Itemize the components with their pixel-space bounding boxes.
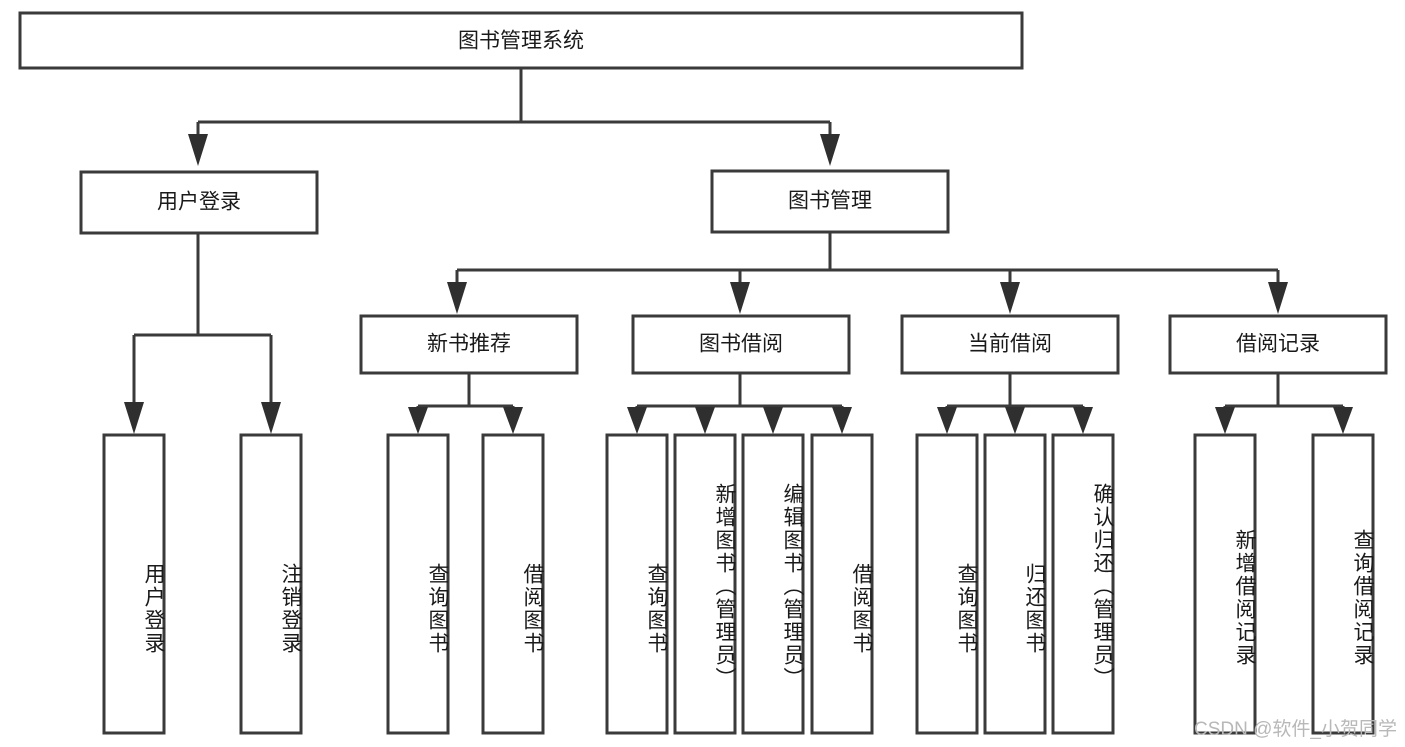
leaf-box-bb-query[interactable] bbox=[605, 433, 669, 735]
node-new-book-label: 新书推荐 bbox=[427, 333, 511, 356]
connector-group-book-manage-children bbox=[447, 232, 1288, 314]
arrow-head-new-book bbox=[447, 282, 467, 314]
arrow-head-borrow-record bbox=[1268, 282, 1288, 314]
node-new-book-box[interactable] bbox=[359, 314, 579, 375]
arrow-head-cb-1 bbox=[937, 407, 957, 434]
arrow-head-br-1 bbox=[1215, 407, 1235, 434]
leaf-box-user-login[interactable] bbox=[102, 433, 166, 735]
leaf-box-nb-borrow[interactable] bbox=[481, 433, 545, 735]
arrow-head-user-login bbox=[188, 134, 208, 166]
arrow-head-bb-4 bbox=[832, 407, 852, 434]
connector-group-root-to-level2 bbox=[188, 68, 840, 166]
node-user-login-label: 用户登录 bbox=[157, 191, 241, 214]
node-borrow-record-label: 借阅记录 bbox=[1236, 333, 1320, 356]
node-book-borrow-box[interactable] bbox=[631, 314, 851, 375]
leaf-box-bb-edit[interactable] bbox=[741, 433, 805, 735]
node-current-borrow-box[interactable] bbox=[900, 314, 1120, 375]
arrow-head-nb-1 bbox=[408, 407, 428, 434]
arrow-head-cb-3 bbox=[1073, 407, 1093, 434]
connector-group-current-borrow-children bbox=[937, 373, 1093, 434]
arrow-head-nb-2 bbox=[503, 407, 523, 434]
arrow-head-book-manage bbox=[820, 134, 840, 166]
connector-group-book-borrow-children bbox=[627, 373, 852, 434]
arrow-head-bb-3 bbox=[763, 407, 783, 434]
connector-group-borrow-record-children bbox=[1215, 373, 1353, 434]
leaf-box-br-query[interactable] bbox=[1311, 433, 1375, 735]
leaf-box-logout[interactable] bbox=[239, 433, 303, 735]
watermark-text: CSDN @软件_小贺同学 bbox=[1194, 719, 1397, 740]
arrow-head-leaf-logout bbox=[261, 402, 281, 434]
arrow-head-br-2 bbox=[1333, 407, 1353, 434]
leaf-box-bb-add[interactable] bbox=[673, 433, 737, 735]
arrow-head-bb-2 bbox=[695, 407, 715, 434]
arrow-head-book-borrow bbox=[730, 282, 750, 314]
leaf-box-br-add[interactable] bbox=[1193, 433, 1257, 735]
leaf-box-cb-confirm[interactable] bbox=[1051, 433, 1115, 735]
node-book-borrow-label: 图书借阅 bbox=[699, 333, 783, 356]
leaf-box-cb-query[interactable] bbox=[915, 433, 979, 735]
node-borrow-record-box[interactable] bbox=[1168, 314, 1388, 375]
connector-group-new-book-children bbox=[408, 373, 523, 434]
arrow-head-leaf-user-login bbox=[124, 402, 144, 434]
node-root-label: 图书管理系统 bbox=[458, 30, 584, 53]
node-user-login-box[interactable] bbox=[79, 170, 319, 235]
arrow-head-cb-2 bbox=[1005, 407, 1025, 434]
arrow-head-bb-1 bbox=[627, 407, 647, 434]
leaf-box-bb-borrow[interactable] bbox=[810, 433, 874, 735]
leaf-box-cb-return[interactable] bbox=[983, 433, 1047, 735]
leaf-box-nb-query[interactable] bbox=[386, 433, 450, 735]
connector-group-user-login-children bbox=[124, 233, 281, 434]
node-book-manage-label: 图书管理 bbox=[788, 190, 872, 213]
node-root-box[interactable] bbox=[18, 11, 1024, 70]
node-current-borrow-label: 当前借阅 bbox=[968, 333, 1052, 356]
node-book-manage-box[interactable] bbox=[710, 169, 950, 234]
arrow-head-current-borrow bbox=[1000, 282, 1020, 314]
